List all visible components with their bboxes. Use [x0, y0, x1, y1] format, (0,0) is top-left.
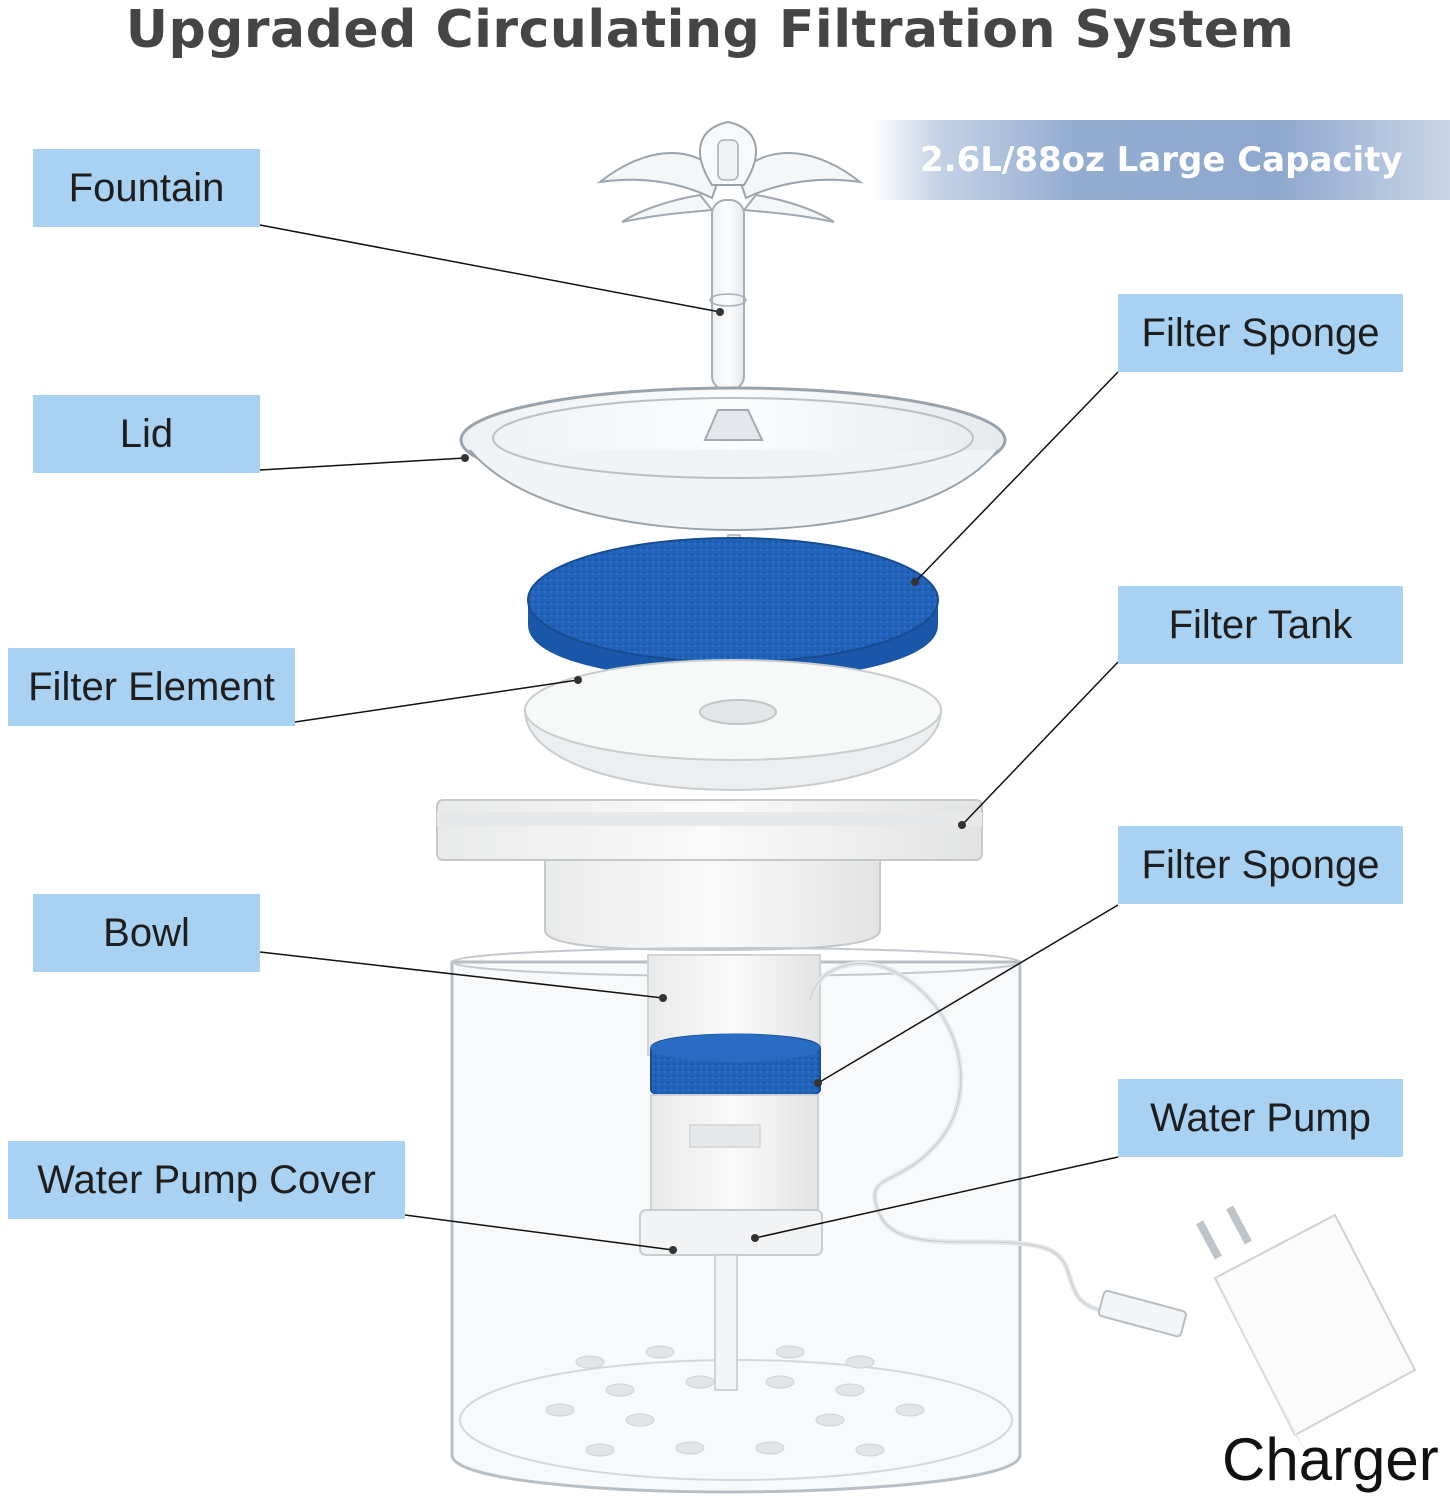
capacity-banner: 2.6L/88oz Large Capacity — [870, 120, 1450, 200]
water-pump-label: Water Pump — [1118, 1079, 1403, 1157]
page-title: Upgraded Circulating Filtration System — [125, 0, 1295, 60]
filter-element-part — [523, 659, 943, 792]
leader-lines — [259, 224, 1119, 1251]
bowl-label: Bowl — [33, 894, 260, 972]
charger-label: Charger — [1222, 1426, 1439, 1493]
pump-assembly — [639, 954, 1187, 1391]
fountain-label: Fountain — [33, 149, 260, 227]
filter-sponge-bottom-label: Filter Sponge — [1118, 826, 1403, 904]
filter-sponge-top-label: Filter Sponge — [1118, 294, 1403, 372]
water-pump-cover-label: Water Pump Cover — [8, 1141, 405, 1219]
charger-part — [1196, 1205, 1417, 1450]
capacity-text: 2.6L/88oz Large Capacity — [920, 140, 1403, 180]
fountain-part — [596, 120, 864, 391]
filter-sponge-top-part — [527, 537, 939, 680]
filter-tank-label: Filter Tank — [1118, 586, 1403, 664]
filter-tank-part — [436, 799, 983, 952]
leader-dots — [461, 308, 966, 1254]
filter-element-label: Filter Element — [8, 648, 295, 726]
lid-part — [459, 386, 1007, 576]
lid-label: Lid — [33, 395, 260, 473]
